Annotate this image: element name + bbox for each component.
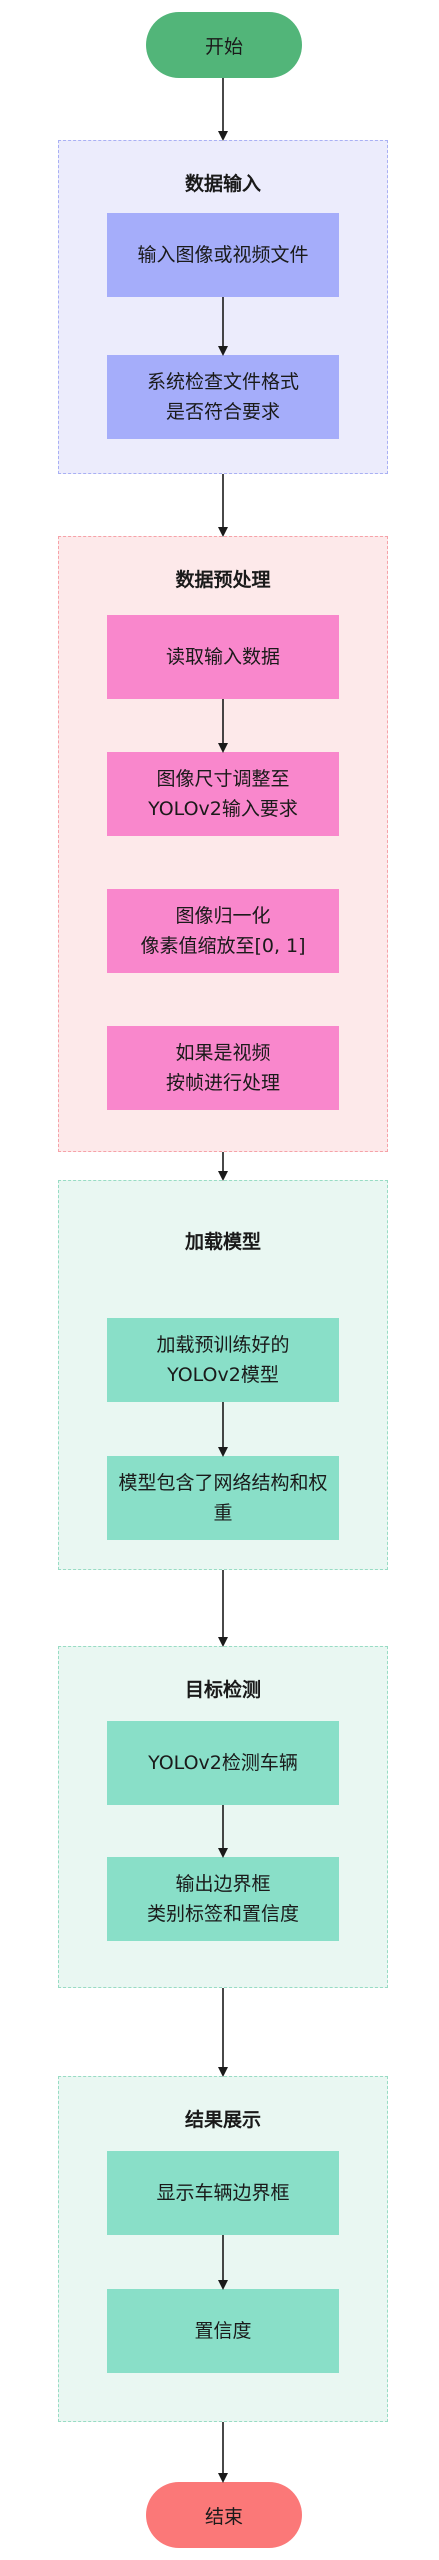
step-line: 模型包含了网络结构和权 [118, 1472, 328, 1494]
step-line: 类别标签和置信度 [146, 1903, 299, 1925]
step-line: YOLOv2输入要求 [148, 798, 298, 820]
step-input-file: 输入图像或视频文件 [107, 213, 339, 297]
step-resize: 图像尺寸调整至 YOLOv2输入要求 [107, 752, 339, 836]
step-line: 重 [213, 1502, 233, 1524]
step-output-boxes: 输出边界框 类别标签和置信度 [107, 1857, 339, 1941]
step-video-frames: 如果是视频 按帧进行处理 [107, 1026, 339, 1110]
step-confidence: 置信度 [107, 2289, 339, 2373]
start-label: 开始 [204, 35, 243, 58]
step-line: YOLOv2检测车辆 [148, 1752, 298, 1774]
end-node: 结束 [146, 2482, 302, 2548]
start-node: 开始 [146, 12, 302, 78]
step-line: 输入图像或视频文件 [137, 244, 309, 266]
group-title-results: 结果展示 [184, 2109, 261, 2131]
step-load-pretrained: 加载预训练好的 YOLOv2模型 [107, 1318, 339, 1402]
end-label: 结束 [204, 2505, 243, 2528]
step-line: 如果是视频 [175, 1042, 271, 1064]
step-line: 图像尺寸调整至 [156, 768, 290, 790]
step-line: 图像归一化 [175, 905, 271, 927]
step-show-boxes: 显示车辆边界框 [107, 2151, 339, 2235]
step-normalize: 图像归一化 像素值缩放至[0, 1] [107, 889, 339, 973]
step-line: YOLOv2模型 [167, 1364, 279, 1386]
step-line: 显示车辆边界框 [156, 2182, 290, 2204]
step-model-contents: 模型包含了网络结构和权 重 [107, 1456, 339, 1540]
group-title-detection: 目标检测 [184, 1679, 261, 1701]
step-line: 置信度 [194, 2320, 252, 2342]
step-detect-vehicles: YOLOv2检测车辆 [107, 1721, 339, 1805]
step-line: 按帧进行处理 [165, 1072, 280, 1094]
step-line: 像素值缩放至[0, 1] [140, 935, 306, 957]
step-read-data: 读取输入数据 [107, 615, 339, 699]
step-line: 输出边界框 [175, 1873, 271, 1895]
group-title-preprocess: 数据预处理 [175, 569, 271, 591]
step-line: 是否符合要求 [165, 401, 280, 423]
step-check-format: 系统检查文件格式 是否符合要求 [107, 355, 339, 439]
step-line: 系统检查文件格式 [146, 371, 299, 393]
group-title-data-input: 数据输入 [184, 173, 261, 195]
group-title-load-model: 加载模型 [184, 1231, 261, 1253]
step-line: 加载预训练好的 [156, 1334, 290, 1356]
step-line: 读取输入数据 [165, 646, 280, 668]
